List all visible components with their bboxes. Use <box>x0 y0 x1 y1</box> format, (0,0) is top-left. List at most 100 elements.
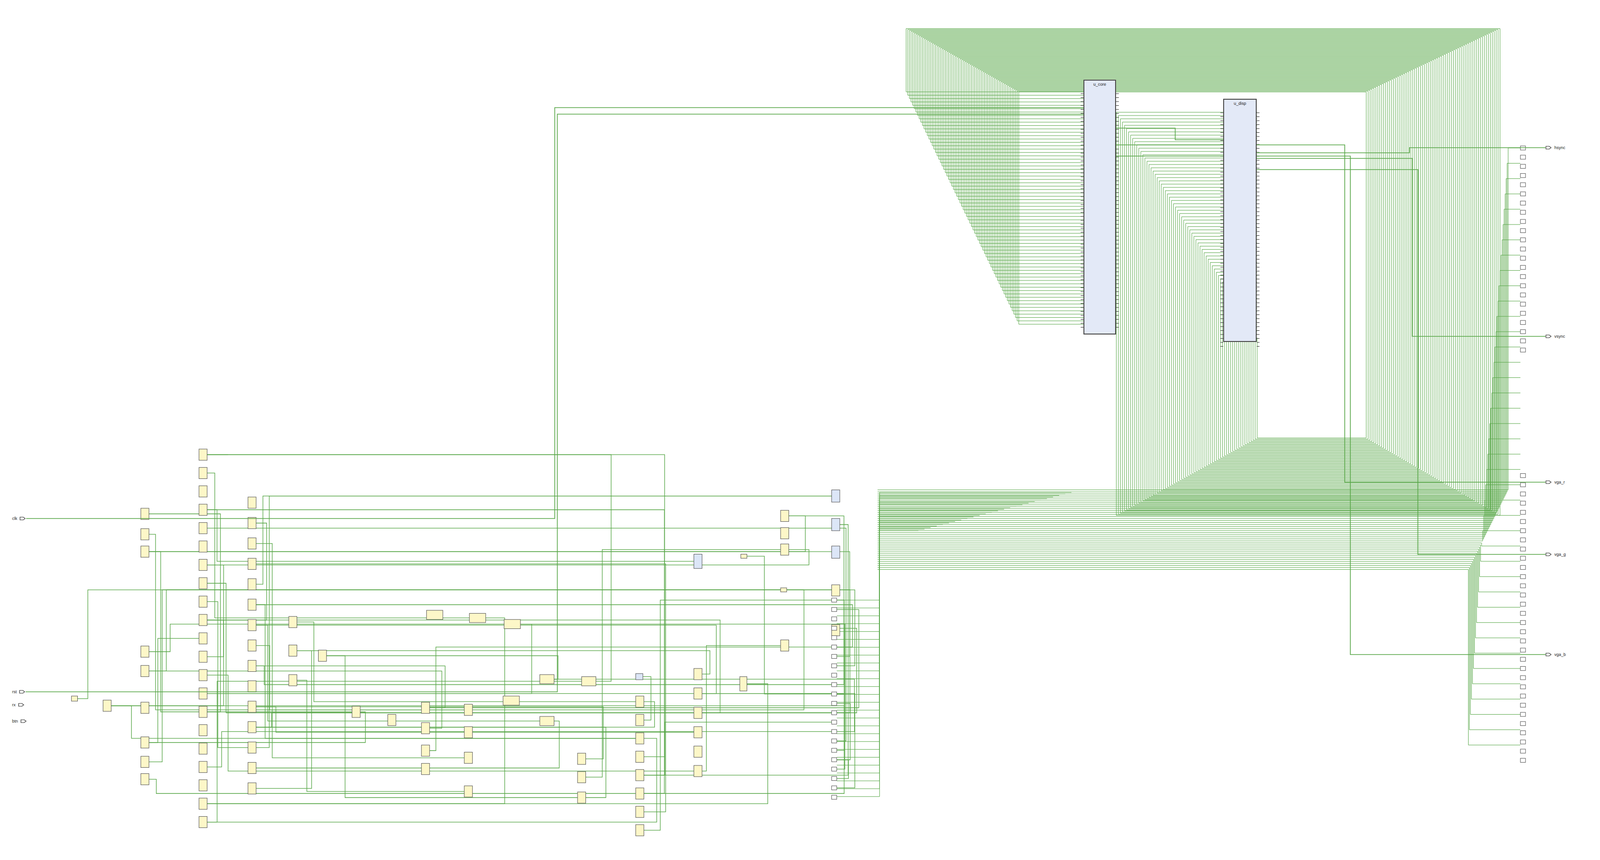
logic-cell <box>1520 301 1526 307</box>
net-wire <box>140 551 850 657</box>
logic-cell <box>1520 684 1526 689</box>
pin-tick <box>1116 251 1119 253</box>
logic-cell <box>1520 329 1526 334</box>
pin-tick <box>1116 101 1119 103</box>
logic-cell <box>1520 565 1526 570</box>
signal-wire <box>25 114 1084 692</box>
logic-cell <box>635 806 645 818</box>
logic-cell <box>1520 712 1526 717</box>
net-wire <box>247 625 716 694</box>
pin-tick <box>1116 136 1119 138</box>
logic-cell <box>140 755 150 768</box>
net-wire <box>256 604 636 739</box>
pin-tick <box>1116 307 1119 308</box>
pin-tick <box>1256 239 1260 240</box>
net-wire <box>877 408 1521 525</box>
pin-tick <box>1116 271 1119 273</box>
logic-cell <box>539 674 555 684</box>
bus-wire <box>961 59 1435 477</box>
logic-cell <box>831 701 837 706</box>
net-wire <box>140 515 806 552</box>
io-port: vsync <box>1545 333 1566 339</box>
logic-cell <box>831 729 837 734</box>
pin-tick <box>1116 105 1119 106</box>
logic-cell <box>198 687 208 700</box>
port-outline <box>1545 653 1552 656</box>
logic-cell <box>247 599 257 611</box>
pin-tick <box>1116 180 1119 182</box>
logic-cell <box>539 716 555 726</box>
bus-wire <box>920 36 1483 506</box>
port-symbol <box>1545 333 1553 339</box>
signal-wire <box>1116 128 1224 140</box>
logic-cell <box>198 485 208 498</box>
logic-cell <box>247 721 257 733</box>
logic-cell <box>247 558 257 570</box>
logic-cell <box>1520 283 1526 288</box>
net-wire <box>247 563 666 812</box>
bus-wire <box>1007 85 1381 446</box>
pin-tick <box>1256 203 1260 205</box>
pin-tick <box>1116 208 1119 209</box>
logic-cell <box>831 490 840 503</box>
pin-tick <box>1116 326 1119 328</box>
pin-tick <box>1256 179 1260 181</box>
bus-wire <box>946 51 1452 488</box>
logic-cell <box>140 508 150 520</box>
block-name: u_disp <box>1224 99 1256 108</box>
logic-cell <box>247 782 257 794</box>
logic-cell <box>1520 583 1526 588</box>
pin-tick <box>1256 310 1260 312</box>
pin-tick <box>1116 176 1119 178</box>
signal-wire <box>1256 147 1546 153</box>
port-symbol <box>20 718 28 724</box>
logic-cell <box>421 722 430 734</box>
logic-cell <box>635 787 645 799</box>
bus-wire <box>1000 81 1388 451</box>
net-wire <box>247 706 604 759</box>
net-wire <box>836 495 1060 782</box>
logic-cell <box>140 665 150 677</box>
logic-cell <box>1520 219 1526 224</box>
net-wire <box>836 512 992 695</box>
port-name: vsync <box>1553 333 1566 339</box>
logic-cell <box>198 595 208 607</box>
net-wire <box>836 515 980 679</box>
bus-wire <box>915 34 1489 509</box>
port-name: rst <box>11 689 18 695</box>
pin-tick <box>1256 255 1260 256</box>
pin-tick <box>1256 140 1260 141</box>
bus-wire <box>927 40 1475 501</box>
bus-wire <box>1002 82 1386 450</box>
logic-cell <box>1520 265 1526 270</box>
pin-tick <box>1116 156 1119 158</box>
logic-cell <box>831 795 837 800</box>
pin-tick <box>1116 287 1119 288</box>
net-wire <box>198 509 665 794</box>
pin-tick <box>1116 319 1119 320</box>
bus-wire <box>945 50 1454 489</box>
logic-cell <box>694 668 703 680</box>
net-wire <box>836 529 925 608</box>
pin-tick <box>1256 263 1260 264</box>
net-wire <box>256 712 832 728</box>
port-symbol <box>1545 479 1553 485</box>
bus-wire <box>953 55 1444 484</box>
net-wire <box>877 270 1521 507</box>
logic-cell <box>421 744 430 756</box>
bus-wire <box>994 78 1396 455</box>
pin-tick <box>1256 266 1260 268</box>
net-wire <box>877 285 1521 509</box>
logic-cell <box>831 757 837 762</box>
logic-cell <box>1520 491 1526 497</box>
pin-tick <box>1116 168 1119 170</box>
pin-tick <box>1116 192 1119 193</box>
pin-tick <box>1256 338 1260 339</box>
pin-tick <box>1116 216 1119 217</box>
logic-cell <box>198 724 208 736</box>
net-wire <box>111 705 636 739</box>
bus-wire <box>930 42 1471 499</box>
logic-cell <box>247 517 257 529</box>
port-symbol <box>18 702 25 708</box>
net-wire <box>326 655 578 798</box>
